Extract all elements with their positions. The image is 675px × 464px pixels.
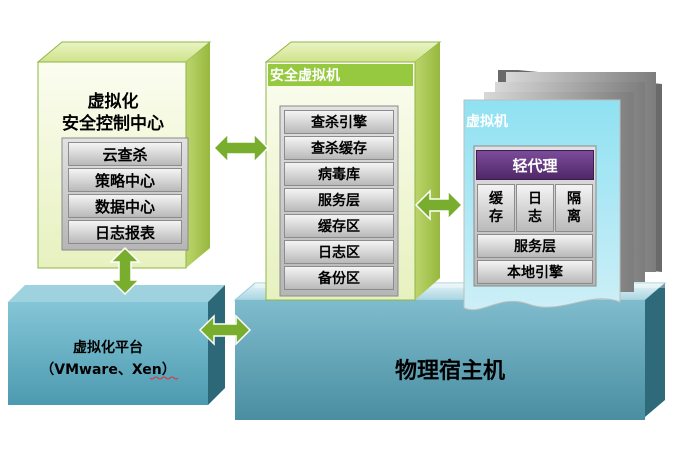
secvm-item-virus-db: 病毒库 [284, 162, 394, 186]
center-item-log-report: 日志报表 [68, 220, 182, 244]
platform-block [8, 285, 225, 405]
physical-host-label: 物理宿主机 [394, 359, 505, 384]
arrow-platform-to-host [198, 314, 252, 346]
center-item-data: 数据中心 [68, 194, 182, 218]
arrow-center-to-secvm [212, 132, 270, 164]
agent-cell-log: 日 志 [516, 184, 554, 232]
spellcheck-underline [149, 376, 179, 380]
arrow-center-to-platform [109, 246, 141, 296]
guest-vm-title: 虚拟机 [466, 114, 508, 130]
secvm-item-backup-zone: 备份区 [284, 266, 394, 290]
guest-local-engine: 本地引擎 [477, 260, 593, 284]
secvm-item-service: 服务层 [284, 188, 394, 212]
platform-subtitle: （VMware、Xen） [40, 362, 176, 378]
light-agent-title: 轻代理 [476, 150, 594, 180]
secvm-item-cache-zone: 缓存区 [284, 214, 394, 238]
secvm-item-log-zone: 日志区 [284, 240, 394, 264]
security-center-title-line2: 安全控制中心 [62, 113, 164, 134]
arrow-secvm-to-guestvm [414, 189, 464, 221]
security-center-title-line1: 虚拟化 [87, 91, 139, 112]
center-item-policy: 策略中心 [68, 168, 182, 192]
secvm-item-engine: 查杀引擎 [284, 110, 394, 134]
agent-cell-cache: 缓 存 [477, 184, 515, 232]
guest-service-layer: 服务层 [477, 234, 593, 258]
agent-cell-quarantine: 隔 离 [555, 184, 593, 232]
center-item-cloud-scan: 云查杀 [68, 142, 182, 166]
platform-title: 虚拟化平台 [73, 340, 143, 356]
security-vm-title: 安全虚拟机 [270, 68, 340, 84]
secvm-item-cache: 查杀缓存 [284, 136, 394, 160]
